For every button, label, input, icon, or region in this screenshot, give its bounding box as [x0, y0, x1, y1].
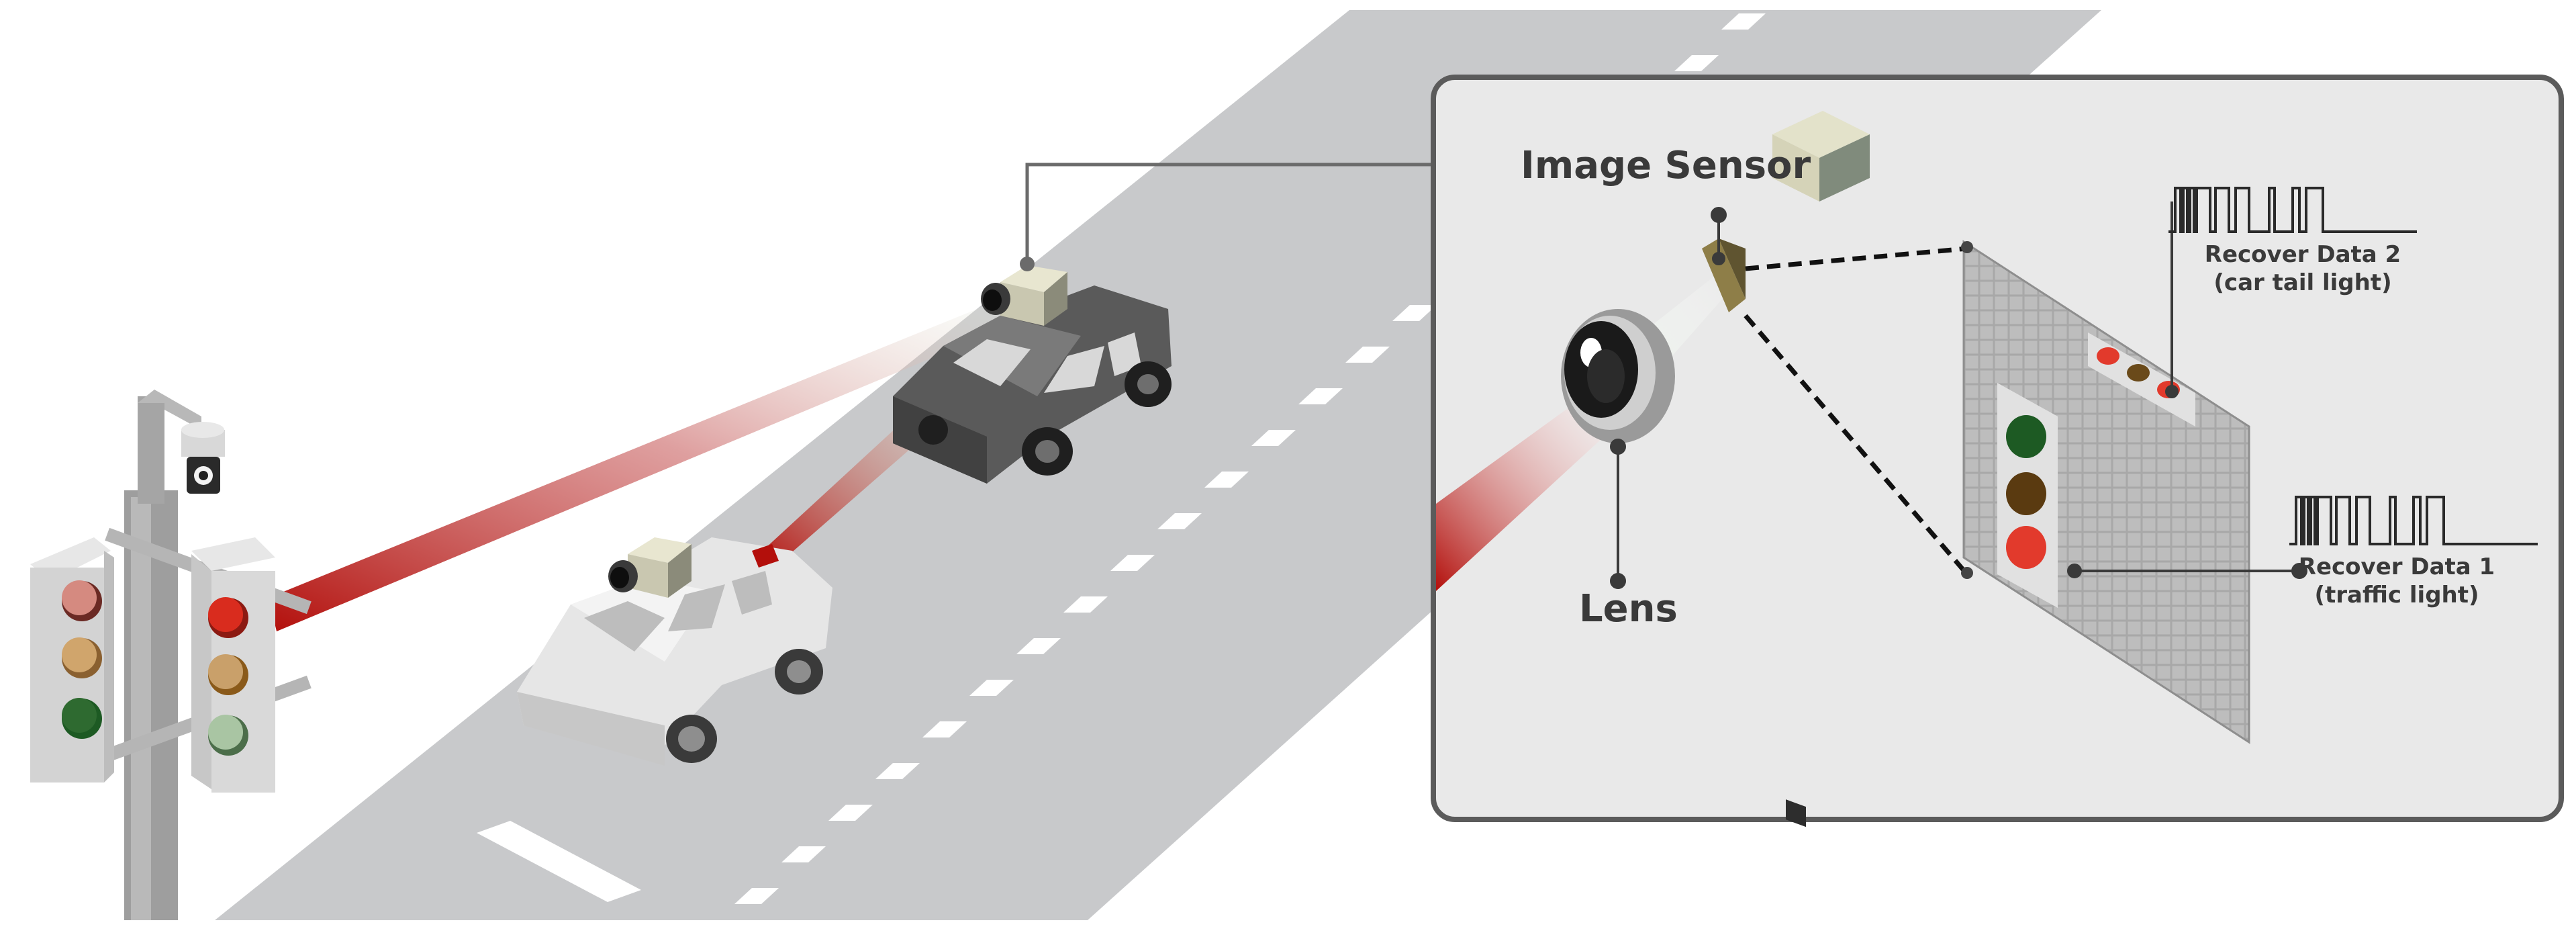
- zoom-beam: [1436, 396, 1611, 591]
- security-camera-icon: [181, 422, 225, 494]
- imaged-tail-light: [2088, 332, 2195, 427]
- projection-lines: [1744, 246, 1969, 576]
- lens-icon: [1561, 309, 1675, 443]
- camera-icon: [981, 257, 1067, 326]
- leader-data-2: [2165, 202, 2179, 398]
- traffic-light-beam: [269, 302, 1017, 631]
- leader-data-1: [2067, 563, 2307, 579]
- leader-lines: [1610, 207, 1727, 589]
- lens-label: Lens: [1579, 587, 1678, 631]
- recover-data-1-label: Recover Data 1: [2299, 553, 2495, 580]
- traffic-light-icon: [30, 537, 114, 782]
- car-icon: [893, 285, 1172, 484]
- image-sensor-label: Image Sensor: [1521, 144, 1811, 187]
- imaged-traffic-light: [1997, 383, 2058, 608]
- traffic-light-active: [191, 537, 275, 793]
- camera-icon: [608, 537, 691, 598]
- image-plane: [1961, 240, 2250, 744]
- recover-data-2-label: Recover Data 2: [2205, 241, 2401, 268]
- recover-data-1-sublabel: (traffic light): [2314, 582, 2479, 609]
- car-icon: [517, 537, 832, 766]
- recover-data-2-sublabel: (car tail light): [2213, 269, 2391, 296]
- stop-line: [477, 821, 641, 902]
- callout-line: [1025, 163, 1433, 259]
- pulse-signal-icon: [2168, 187, 2417, 233]
- image-sensor-cube: [1772, 111, 1870, 828]
- pulse-signal-icon: [2289, 496, 2538, 545]
- zoom-panel: Image Sensor Lens Recover Data 2 (car ta…: [1431, 75, 2564, 828]
